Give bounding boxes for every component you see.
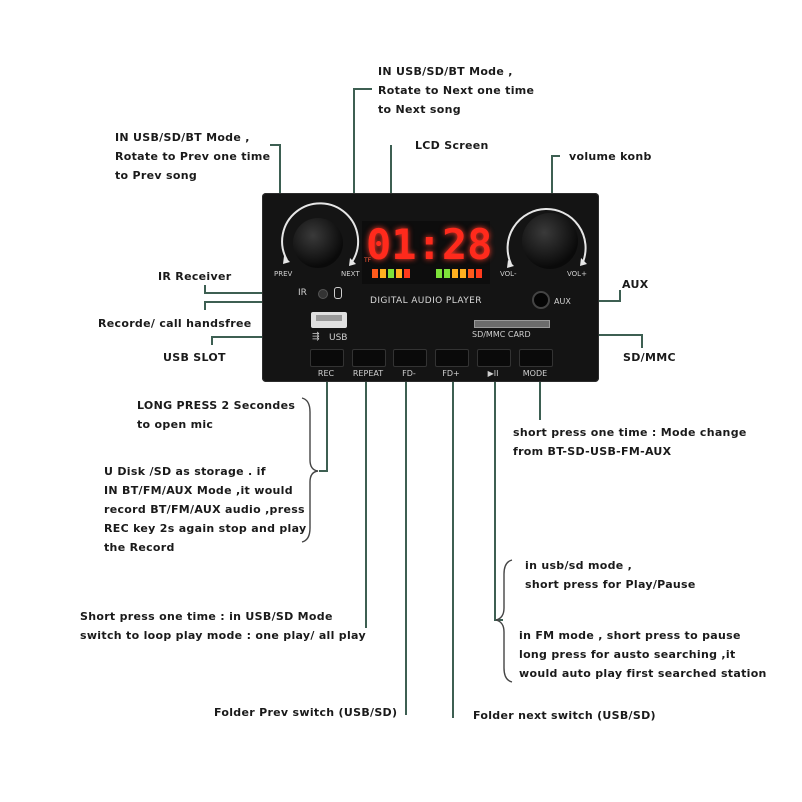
callout-play-fm: in FM mode , short press to pause long p…: [519, 629, 767, 680]
callout-ir: IR Receiver: [158, 270, 232, 283]
aux-jack[interactable]: [532, 291, 550, 309]
callout-sd: SD/MMC: [623, 351, 676, 364]
callout-rec-storage: U Disk /SD as storage . if IN BT/FM/AUX …: [104, 465, 307, 554]
board-title: DIGITAL AUDIO PLAYER: [370, 296, 482, 306]
callout-volume: volume konb: [569, 150, 652, 163]
mic-icon: [334, 287, 342, 299]
ir-sensor: [318, 289, 328, 299]
sd-card-slot[interactable]: [474, 320, 550, 328]
usb-icon: ⇶: [312, 332, 320, 342]
usb-label: USB: [329, 333, 348, 343]
vol-minus-label: VOL-: [500, 270, 517, 278]
callout-lcd: LCD Screen: [415, 139, 489, 152]
mode-button[interactable]: [519, 349, 553, 367]
callout-rec-mic: LONG PRESS 2 Secondes to open mic: [137, 399, 296, 431]
ir-label: IR: [298, 288, 307, 298]
folder-prev-button[interactable]: [393, 349, 427, 367]
prev-label: PREV: [274, 270, 293, 278]
callout-folder-prev: Folder Prev switch (USB/SD): [214, 706, 398, 719]
callout-play-usb: in usb/sd mode , short press for Play/Pa…: [525, 559, 696, 591]
repeat-button[interactable]: [352, 349, 386, 367]
callout-usb: USB SLOT: [163, 351, 226, 364]
callout-prev-song: IN USB/SD/BT Mode , Rotate to Prev one t…: [115, 131, 271, 182]
brace-play: [495, 559, 513, 683]
next-label: NEXT: [341, 270, 360, 278]
folder-next-button[interactable]: [435, 349, 469, 367]
lcd-time: 01:28: [366, 220, 493, 269]
aux-label: AUX: [554, 297, 571, 306]
play-pause-button[interactable]: [477, 349, 511, 367]
leader-rec: [319, 352, 328, 472]
lcd-tf-tag: TF: [364, 257, 372, 264]
vol-plus-label: VOL+: [567, 270, 587, 278]
fd-minus-label: FD-: [402, 369, 416, 378]
callout-record: Recorde/ call handsfree: [98, 317, 252, 330]
repeat-label: REPEAT: [352, 369, 384, 378]
callout-repeat: Short press one time : in USB/SD Mode sw…: [80, 610, 366, 642]
fd-plus-label: FD+: [442, 369, 460, 378]
lcd-screen: 01:28 TF: [362, 220, 493, 284]
rec-label: REC: [317, 369, 335, 378]
callout-aux: AUX: [622, 278, 649, 291]
mode-label: MODE: [522, 369, 548, 378]
volume-knob[interactable]: [522, 213, 578, 269]
callout-folder-next: Folder next switch (USB/SD): [473, 709, 656, 722]
callout-mode: short press one time : Mode change from …: [513, 426, 747, 458]
leader-play: [494, 360, 503, 621]
play-pause-label: ▶II: [487, 369, 499, 378]
sd-card-label: SD/MMC CARD: [472, 330, 531, 339]
brace-rec: [301, 397, 319, 543]
callout-next-song: IN USB/SD/BT Mode , Rotate to Next one t…: [378, 65, 535, 116]
prev-next-knob[interactable]: [293, 218, 343, 268]
rec-button[interactable]: [310, 349, 344, 367]
